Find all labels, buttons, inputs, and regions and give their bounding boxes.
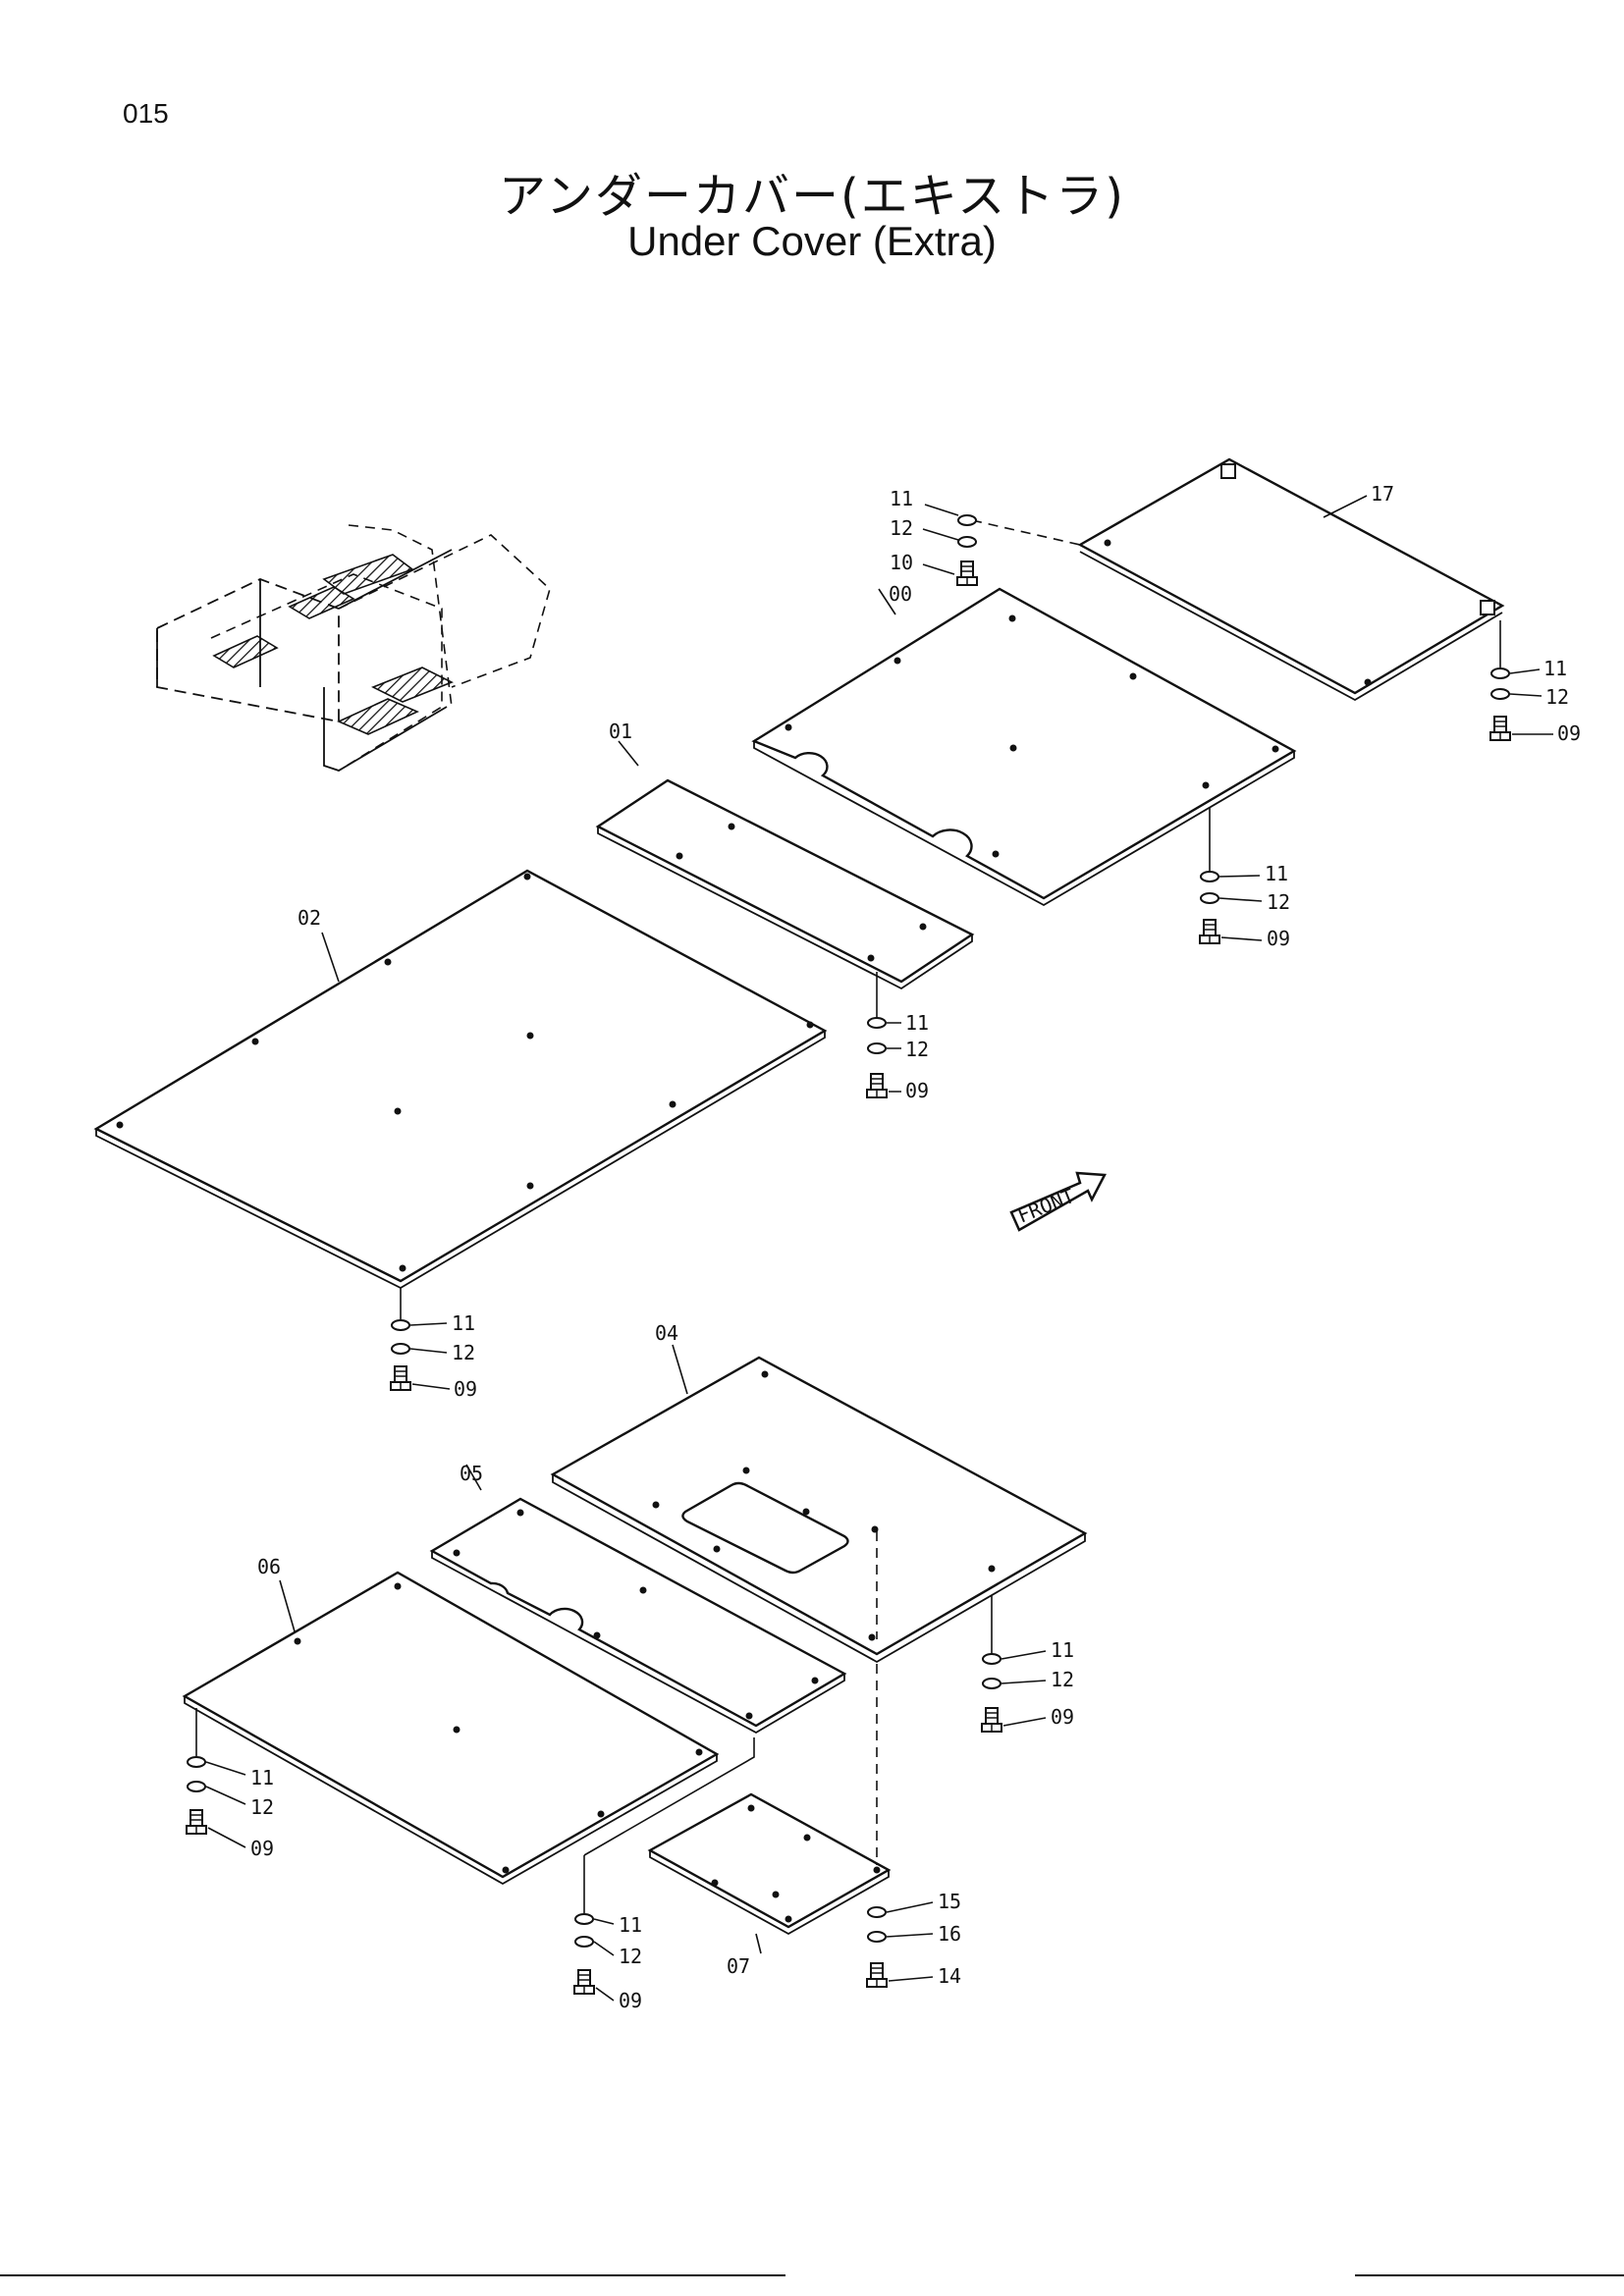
part-00-cover-plate xyxy=(751,587,1297,907)
label-bolt-09: 09 xyxy=(905,1079,929,1102)
hardware-stack-part-05 xyxy=(573,1855,615,2002)
page-number: 015 xyxy=(123,98,169,129)
label-washer-11: 11 xyxy=(452,1311,475,1335)
label-washer-11: 11 xyxy=(905,1011,929,1035)
label-bolt-09: 09 xyxy=(619,1989,642,2012)
label-washer-11: 11 xyxy=(890,487,913,510)
part-02-cover-plate xyxy=(93,869,828,1290)
label-part-04: 04 xyxy=(655,1321,678,1345)
label-washer-11: 11 xyxy=(1051,1638,1074,1662)
part-06-cover-plate xyxy=(182,1571,755,1886)
hardware-stack-part-00 xyxy=(1199,807,1263,944)
label-bolt-10: 10 xyxy=(890,551,913,574)
label-part-06: 06 xyxy=(257,1555,281,1578)
label-part-02: 02 xyxy=(298,906,321,930)
part-05-cover-strip xyxy=(429,1464,847,1735)
front-direction-arrow: FRONT xyxy=(1009,1171,1107,1232)
hardware-stack-part-04 xyxy=(981,1595,1047,1733)
label-bolt-09: 09 xyxy=(250,1837,274,1860)
hardware-stack-part-06 xyxy=(186,1708,246,1848)
hardware-stack-part-07 xyxy=(866,1901,934,1988)
hardware-stack-part-01 xyxy=(866,972,901,1098)
hardware-stack-part-17-top xyxy=(922,504,978,586)
label-part-01: 01 xyxy=(609,720,632,743)
label-washer-12: 12 xyxy=(619,1945,642,1968)
page-title-japanese: アンダーカバー(エキストラ) xyxy=(498,169,1126,224)
label-washer-12: 12 xyxy=(1545,685,1569,709)
machine-overview-illustration xyxy=(156,524,551,772)
label-washer-16: 16 xyxy=(938,1922,961,1946)
part-07-cover-plate xyxy=(647,1664,892,1954)
label-washer-12: 12 xyxy=(1051,1668,1074,1691)
label-bolt-09: 09 xyxy=(1557,721,1581,745)
label-washer-12: 12 xyxy=(452,1341,475,1364)
label-washer-15: 15 xyxy=(938,1890,961,1913)
part-01-cover-strip xyxy=(595,740,975,990)
label-bolt-14: 14 xyxy=(938,1964,961,1988)
label-part-05: 05 xyxy=(460,1462,483,1485)
hardware-stack-part-17 xyxy=(1489,620,1553,741)
label-washer-11: 11 xyxy=(619,1913,642,1937)
label-washer-12: 12 xyxy=(250,1795,274,1819)
label-part-00: 00 xyxy=(889,582,912,606)
part-17-cover-plate xyxy=(971,457,1505,702)
label-part-07: 07 xyxy=(727,1954,750,1978)
page-title-english: Under Cover (Extra) xyxy=(627,218,997,264)
label-washer-11: 11 xyxy=(1543,657,1567,680)
part-04-cover-plate xyxy=(550,1344,1088,1664)
label-bolt-09: 09 xyxy=(1267,927,1290,950)
label-part-17: 17 xyxy=(1371,482,1394,506)
label-washer-12: 12 xyxy=(1267,890,1290,914)
front-label: FRONT xyxy=(1014,1184,1078,1228)
label-washer-11: 11 xyxy=(250,1766,274,1789)
hardware-stack-part-02 xyxy=(390,1288,451,1391)
label-washer-12: 12 xyxy=(905,1038,929,1061)
label-washer-11: 11 xyxy=(1265,862,1288,885)
label-bolt-09: 09 xyxy=(1051,1705,1074,1729)
label-washer-12: 12 xyxy=(890,516,913,540)
label-bolt-09: 09 xyxy=(454,1377,477,1401)
